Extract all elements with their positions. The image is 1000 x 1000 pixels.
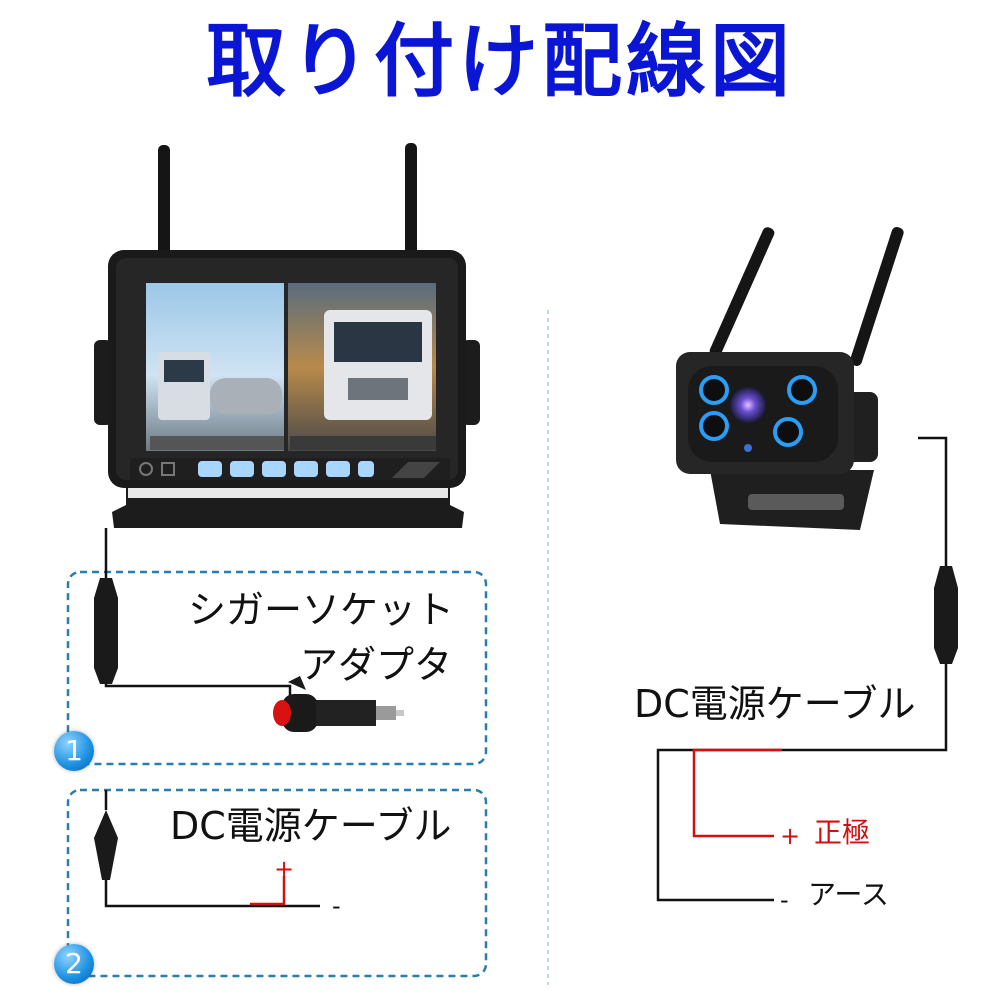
option1-number-badge: 1: [54, 731, 94, 771]
monitor-side-knob-left: [94, 340, 112, 425]
option1-label-line1: シガーソケット: [188, 588, 455, 632]
option2-label: DC電源ケーブル: [170, 804, 452, 848]
monitor-side-knob-right: [462, 340, 480, 425]
option2-plus-symbol: +: [274, 855, 295, 883]
cigarette-adapter-illustration: [273, 676, 404, 732]
camera-ir-led-3: [699, 411, 729, 441]
option2-box: [66, 788, 488, 978]
monitor-button-6: [358, 461, 374, 477]
camera-positive-wire: [692, 748, 782, 838]
camera-antenna-right: [850, 226, 904, 366]
camera-ground-label: アース: [808, 878, 889, 911]
monitor-button-4: [294, 461, 318, 477]
camera-antenna-left: [709, 227, 775, 357]
monitor-button-2: [230, 461, 254, 477]
option1-connector: [94, 578, 118, 684]
camera-illustration: [676, 226, 904, 530]
option2-connector: [94, 810, 118, 880]
page-title: 取り付け配線図: [206, 15, 794, 108]
monitor-button-1: [198, 461, 222, 477]
camera-ir-led-4: [773, 417, 803, 447]
option2-positive-wire: [250, 876, 286, 906]
option2-number-badge: 2: [54, 944, 94, 984]
camera-cable-label: DC電源ケーブル: [634, 682, 916, 726]
camera-plus-symbol: +: [780, 822, 801, 850]
camera-connector: [934, 566, 958, 664]
camera-lens: [730, 387, 766, 423]
option2-minus-symbol: -: [332, 892, 341, 920]
monitor-antenna-right: [405, 143, 417, 255]
camera-ir-led-2: [787, 375, 817, 405]
camera-minus-symbol: -: [780, 886, 789, 914]
monitor-antenna-left: [158, 145, 170, 255]
option1-box: [66, 570, 488, 766]
monitor-illustration: [94, 143, 480, 528]
monitor-button-5: [326, 461, 350, 477]
camera-positive-label: 正極: [814, 816, 871, 849]
option1-label-line2: アダプタ: [300, 643, 453, 687]
monitor-button-3: [262, 461, 286, 477]
camera-ir-led-1: [699, 375, 729, 405]
